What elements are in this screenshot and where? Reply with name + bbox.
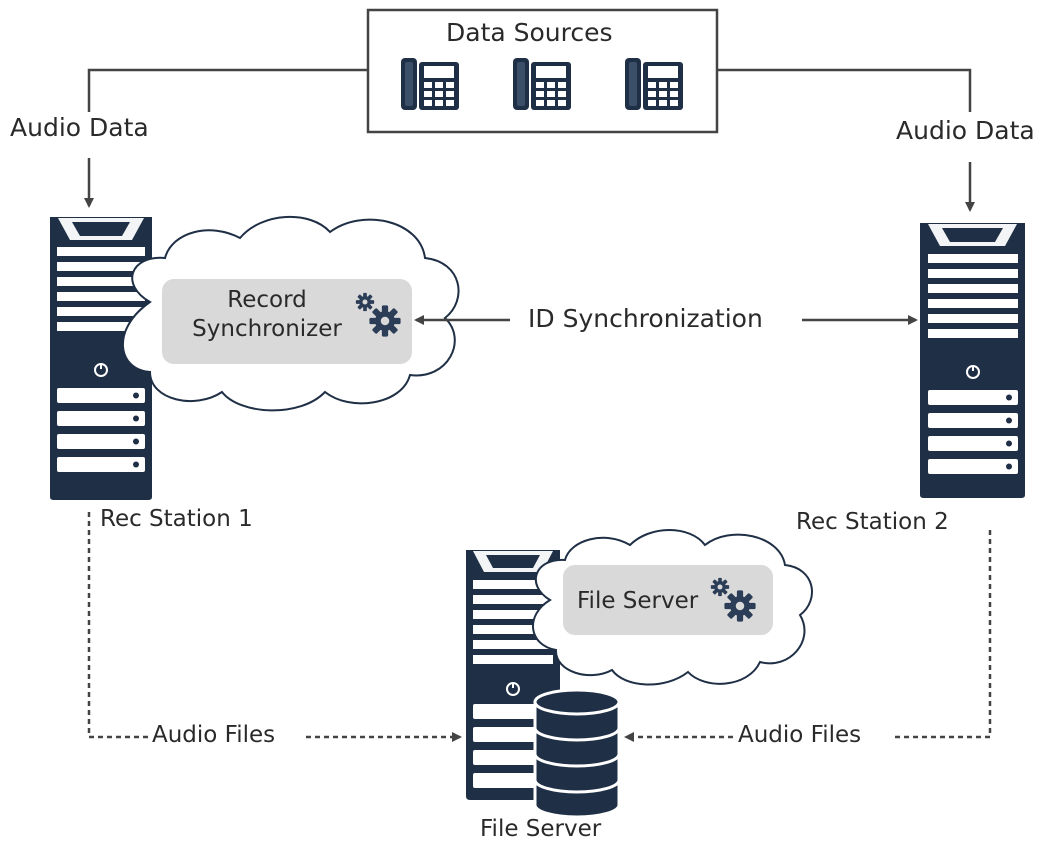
server-icon bbox=[50, 217, 152, 500]
id-sync-label: ID Synchronization bbox=[528, 304, 763, 333]
phone-icon bbox=[625, 58, 683, 110]
record-synchronizer-pill bbox=[162, 279, 412, 364]
server-icon bbox=[920, 223, 1025, 498]
audio-data-left-label: Audio Data bbox=[10, 113, 149, 142]
audio-files-path-left bbox=[87, 512, 148, 739]
phone-icon bbox=[513, 58, 571, 110]
audio-files-path-right bbox=[893, 530, 992, 739]
phone-icon bbox=[401, 58, 459, 110]
audio-files-left-label: Audio Files bbox=[152, 722, 276, 748]
gears-icon bbox=[710, 577, 730, 597]
file-server-service-label: File Server bbox=[577, 588, 699, 614]
data-sources-title: Data Sources bbox=[446, 18, 613, 47]
rec-station-2-label: Rec Station 2 bbox=[796, 509, 949, 535]
audio-line-right bbox=[717, 68, 972, 112]
file-server-label: File Server bbox=[480, 816, 602, 842]
audio-line-left bbox=[87, 68, 368, 112]
record-synchronizer-label: Record Synchronizer bbox=[192, 287, 342, 342]
audio-files-right-label: Audio Files bbox=[738, 722, 862, 748]
rec-station-1-label: Rec Station 1 bbox=[100, 506, 253, 532]
database-icon bbox=[533, 688, 621, 819]
audio-data-right-label: Audio Data bbox=[896, 116, 1035, 145]
